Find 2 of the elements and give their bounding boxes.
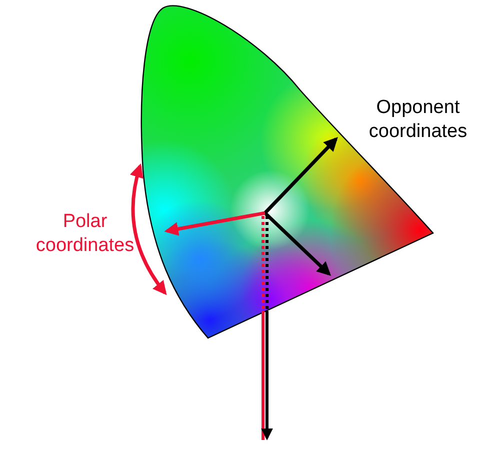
annotation-label: Opponent coordinates — [368, 96, 468, 144]
annotation-label: Polar coordinates — [34, 210, 136, 258]
